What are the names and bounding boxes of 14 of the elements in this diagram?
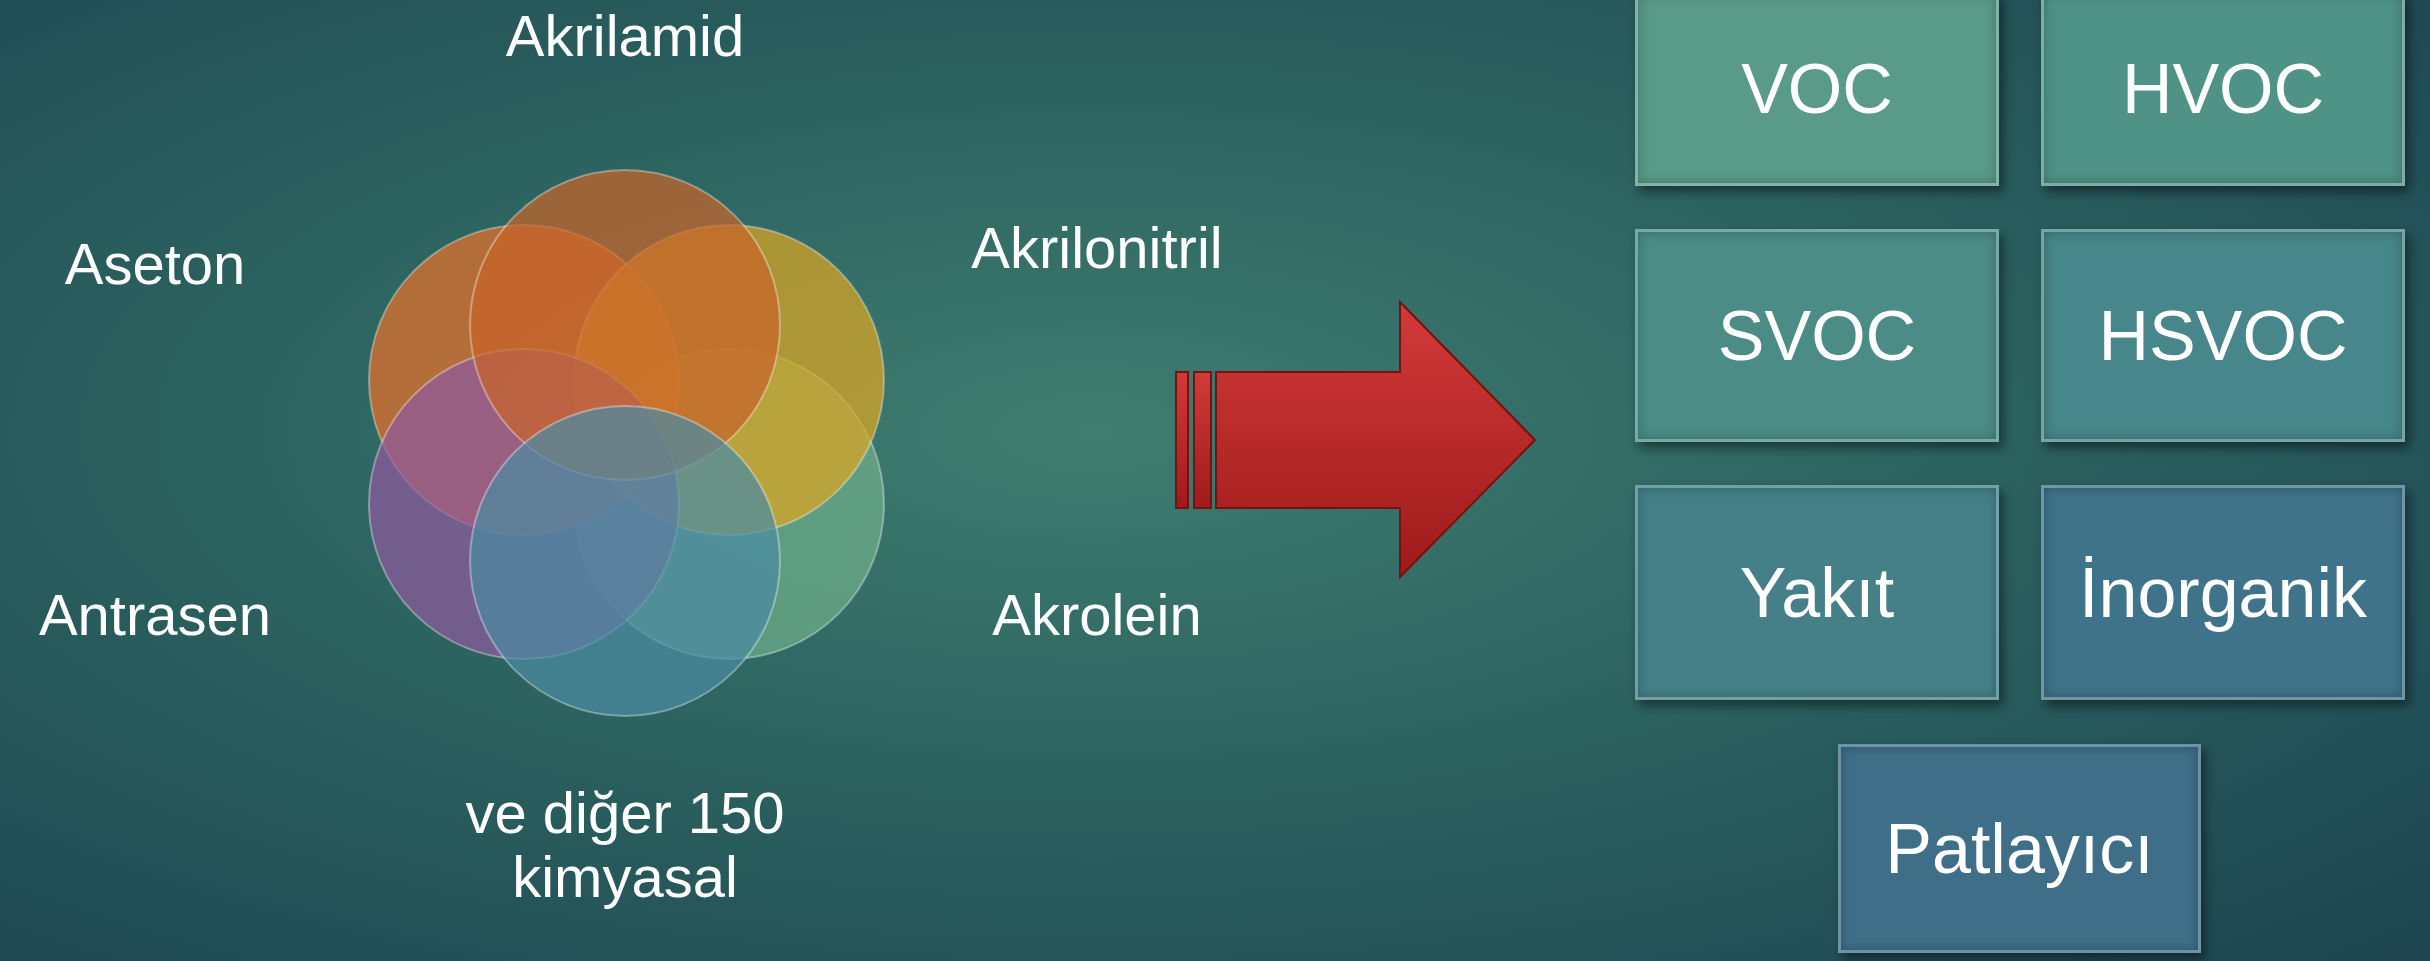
category-box: Yakıt — [1635, 485, 1999, 700]
substance-label: Akrilonitril — [970, 216, 1224, 280]
substance-label: Antrasen — [37, 583, 273, 647]
category-box: HVOC — [2041, 0, 2405, 186]
category-box: İnorganik — [2041, 485, 2405, 700]
category-box: VOC — [1635, 0, 1999, 186]
substance-label: Aseton — [63, 232, 247, 296]
substance-label: Akrilamid — [504, 4, 746, 68]
category-box: SVOC — [1635, 229, 1999, 442]
circle — [468, 404, 782, 718]
category-box: HSVOC — [2041, 229, 2405, 442]
category-box: Patlayıcı — [1838, 744, 2201, 953]
substance-label: Akrolein — [991, 583, 1203, 647]
substance-label: ve diğer 150 kimyasal — [465, 781, 785, 909]
